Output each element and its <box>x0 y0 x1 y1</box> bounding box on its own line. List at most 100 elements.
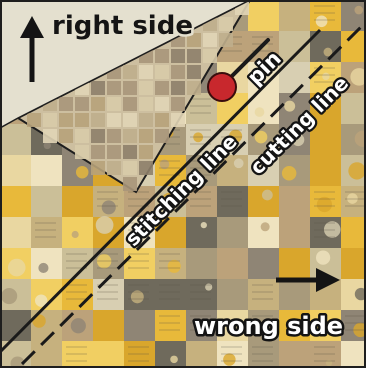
folded-print-tile <box>155 97 169 111</box>
folded-print-tile <box>171 97 185 111</box>
folded-print-tile <box>107 81 121 95</box>
fabric-tile <box>155 310 186 341</box>
fabric-motif <box>201 222 207 228</box>
folded-print-tile <box>155 81 169 95</box>
folded-print-tile <box>91 145 105 159</box>
folded-print-tile <box>123 161 137 175</box>
fabric-tile <box>31 248 62 279</box>
fabric-motif <box>282 166 296 180</box>
fabric-motif <box>234 158 244 168</box>
fabric-tile <box>186 248 217 279</box>
folded-print-tile <box>139 129 153 143</box>
fabric-tile <box>186 341 217 368</box>
fabric-tile <box>155 341 186 368</box>
folded-print-tile <box>91 81 105 95</box>
folded-print-tile <box>139 113 153 127</box>
folded-print-tile <box>187 65 201 79</box>
folded-print-tile <box>59 113 73 127</box>
fabric-tile <box>248 248 279 279</box>
fabric-tile <box>0 186 31 217</box>
fabric-tile <box>310 155 341 186</box>
fabric-motif <box>8 259 26 277</box>
folded-print-tile <box>155 129 169 143</box>
fabric-tile <box>0 155 31 186</box>
fabric-motif <box>72 231 79 238</box>
folded-print-tile <box>219 17 233 31</box>
fabric-tile <box>0 217 31 248</box>
fabric-tile <box>217 186 248 217</box>
fabric-motif <box>38 263 48 273</box>
fabric-tile <box>341 93 366 124</box>
fabric-motif <box>287 352 295 360</box>
fabric-tile <box>186 279 217 310</box>
fabric-motif <box>261 222 270 231</box>
folded-print-tile <box>203 49 217 63</box>
fabric-tile <box>248 217 279 248</box>
folded-print-tile <box>107 113 121 127</box>
folded-print-tile <box>107 97 121 111</box>
folded-print-tile <box>123 145 137 159</box>
folded-print-tile <box>171 65 185 79</box>
fabric-motif <box>348 162 365 179</box>
folded-print-tile <box>107 161 121 175</box>
right-side-label: right side <box>52 11 193 41</box>
fabric-tile <box>31 217 62 248</box>
folded-print-tile <box>91 161 105 175</box>
folded-print-tile <box>171 81 185 95</box>
fabric-motif <box>170 356 178 364</box>
fabric-tile <box>93 310 124 341</box>
fabric-motif <box>255 107 265 117</box>
folded-print-tile <box>139 97 153 111</box>
fabric-tile <box>0 124 31 155</box>
fabric-tile <box>248 0 279 31</box>
folded-print-tile <box>107 145 121 159</box>
fabric-tile <box>341 341 366 368</box>
fabric-motif <box>286 188 298 200</box>
folded-print-tile <box>59 129 73 143</box>
fabric-tile <box>31 155 62 186</box>
fabric-tile <box>279 0 310 31</box>
folded-print-tile <box>155 113 169 127</box>
folded-print-tile <box>171 113 185 127</box>
folded-print-tile <box>123 65 137 79</box>
fabric-tile <box>93 279 124 310</box>
fabric-tile <box>248 186 279 217</box>
folded-print-tile <box>123 177 137 191</box>
folded-print-tile <box>139 81 153 95</box>
folded-print-tile <box>91 97 105 111</box>
fabric-tile <box>186 217 217 248</box>
fabric-motif <box>316 250 330 264</box>
fabric-motif <box>79 251 89 261</box>
folded-print-tile <box>123 81 137 95</box>
folded-print-tile <box>219 33 233 47</box>
fabric-motif <box>284 101 295 112</box>
folded-print-tile <box>123 113 137 127</box>
folded-print-tile <box>123 97 137 111</box>
folded-print-tile <box>171 49 185 63</box>
fabric-tile <box>217 248 248 279</box>
fabric-motif <box>354 6 363 15</box>
fabric-tile <box>62 186 93 217</box>
folded-print-tile <box>123 129 137 143</box>
fabric-tile <box>341 0 366 31</box>
folded-print-tile <box>203 33 217 47</box>
fabric-motif <box>262 190 273 201</box>
fabric-motif <box>76 166 88 178</box>
folded-print-tile <box>187 81 201 95</box>
fabric-motif <box>102 200 116 214</box>
folded-print-tile <box>187 49 201 63</box>
folded-print-tile <box>91 129 105 143</box>
fabric-tile <box>310 0 341 31</box>
folded-print-tile <box>27 113 41 127</box>
folded-print-tile <box>139 161 153 175</box>
folded-print-tile <box>43 113 57 127</box>
folded-print-tile <box>107 129 121 143</box>
folded-print-tile <box>75 145 89 159</box>
fabric-tile <box>31 341 62 368</box>
folded-print-tile <box>75 113 89 127</box>
folded-print-tile <box>155 49 169 63</box>
fabric-tile <box>124 248 155 279</box>
fabric-tile <box>279 279 310 310</box>
